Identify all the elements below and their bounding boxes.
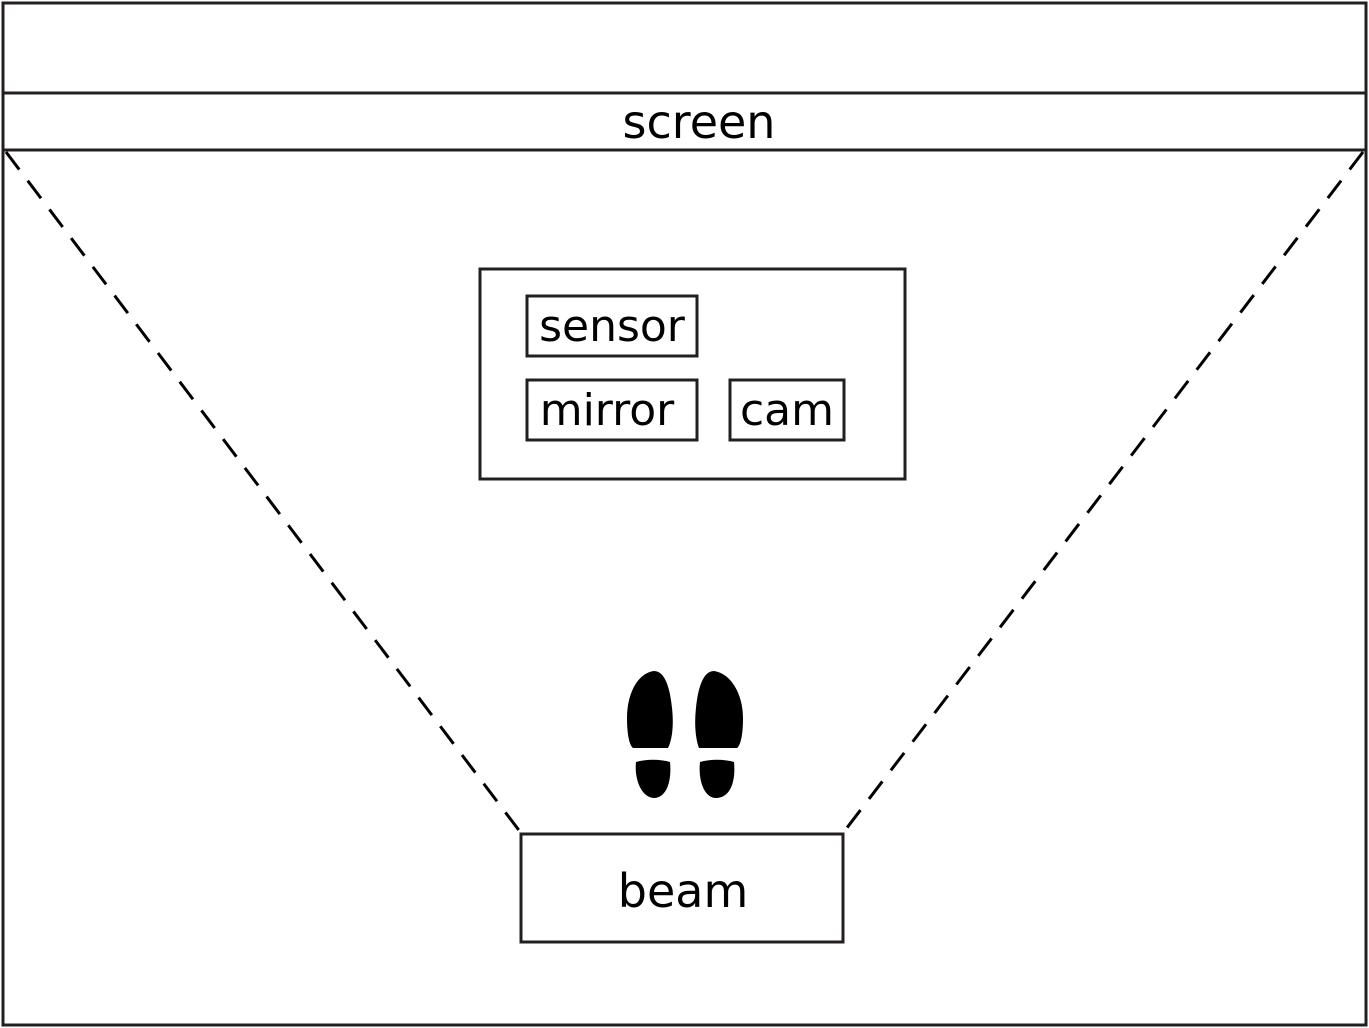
right-footprint-sole: [695, 671, 743, 748]
left-footprint-heel: [635, 759, 671, 798]
projection-line-right: [841, 151, 1365, 834]
mirror-box: [525, 378, 699, 442]
screen-label: screen: [623, 95, 776, 149]
cam-label: cam: [740, 385, 834, 436]
projection-line-left: [4, 151, 523, 834]
device-unit: sensor mirror cam: [478, 267, 907, 481]
cam-box: [728, 378, 846, 442]
sensor-label: sensor: [539, 301, 686, 352]
mirror-label: mirror: [540, 385, 675, 436]
beam-box: [519, 832, 845, 944]
sensor-box: [525, 294, 699, 358]
beam-label: beam: [618, 864, 749, 918]
footprints-icon: [627, 671, 743, 798]
left-footprint-sole: [627, 671, 673, 748]
screen-box: [1, 91, 1368, 152]
right-footprint-heel: [699, 759, 735, 798]
